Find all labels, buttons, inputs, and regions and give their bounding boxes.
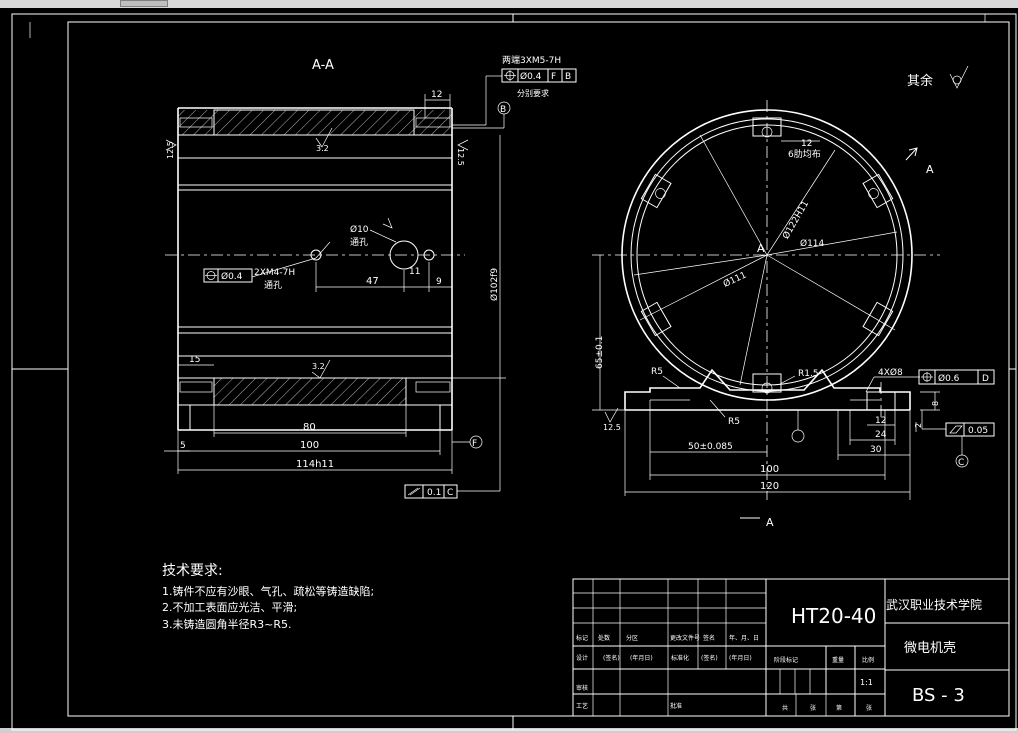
end-view: A Ø122H11 Ø114 Ø111 12 6肋均布 R5 R5 R1.5 6… (592, 100, 995, 529)
ratio-label: 比例 (862, 656, 874, 664)
datum-d: D (982, 374, 989, 384)
weight-label: 重量 (832, 656, 844, 664)
drawing-frame (11, 13, 1017, 731)
dim-2: 2 (914, 423, 923, 428)
tech-req-title: 技术要求: (162, 563, 223, 579)
row3-review: 审核 (576, 684, 588, 692)
center-label: A (757, 242, 765, 255)
dim-100-left: 100 (300, 440, 319, 451)
sheet-no: 第 (836, 704, 842, 712)
flatness-datum: C (447, 488, 453, 498)
radius-r15: R1.5 (798, 369, 819, 379)
datum-b: B (500, 105, 506, 115)
sheet-unit-2: 张 (866, 704, 872, 712)
dim-30: 30 (870, 445, 882, 455)
roughness-rest: 其余 (907, 65, 969, 89)
dim-d111: Ø111 (722, 270, 749, 290)
section-label: A-A (312, 58, 334, 73)
row-label-date: 年、月、日 (729, 634, 759, 642)
radius-r5-bottom: R5 (728, 417, 740, 427)
dim-65: 65±0.1 (595, 336, 605, 369)
row2-standard: 标准化 (671, 654, 689, 662)
callout-datum-b: B (565, 72, 571, 82)
dim-12-right: 12 (801, 139, 812, 149)
dim-8: 8 (931, 401, 940, 406)
tol-d06: Ø0.6 (938, 373, 960, 384)
hole-d10-through: 通孔 (350, 237, 368, 248)
dim-15: 15 (189, 355, 200, 365)
dim-d114: Ø114 (800, 238, 825, 249)
holes-4x-d8: 4XØ8 (878, 367, 903, 378)
callout-note: 分别要求 (517, 88, 549, 98)
school-name: 武汉职业技术学院 (886, 597, 982, 612)
sheet-unit-1: 张 (810, 704, 816, 712)
technical-requirements: 技术要求: 1.铸件不应有沙眼、气孔、疏松等铸造缺陷; 2.不加工表面应光洁、平… (162, 563, 374, 631)
dim-5: 5 (180, 441, 186, 451)
drawing-number: BS - 3 (912, 685, 965, 706)
dim-24: 24 (875, 430, 887, 440)
radius-r5-left: R5 (651, 367, 663, 377)
dim-d122: Ø122H11 (780, 199, 811, 241)
title-block: HT20-40 武汉职业技术学院 微电机壳 BS - 3 1:1 标记 处数 分… (572, 578, 1010, 717)
rough-125-left: 12.5 (166, 141, 175, 159)
tech-req-item-3: 3.未铸造圆角半径R3~R5. (162, 617, 292, 631)
row2-date: (年月日) (630, 654, 653, 662)
dim-50: 50±0.085 (688, 442, 733, 452)
stage-label: 阶段标记 (774, 656, 798, 664)
sheet-total: 共 (782, 704, 788, 712)
ribs-note: 6肋均布 (788, 148, 821, 160)
section-marker-bottom: A (766, 516, 774, 529)
row2-date2: (年月日) (729, 654, 752, 662)
dim-12-base: 12 (875, 416, 886, 426)
row2-sign: (签名) (603, 654, 620, 662)
datum-f: F (472, 439, 477, 449)
tol-d04-left: Ø0.4 (221, 271, 243, 282)
rough-32-top: 3.2 (316, 144, 329, 153)
dim-80: 80 (303, 422, 316, 433)
row2-design: 设计 (576, 654, 588, 662)
row4-process: 工艺 (576, 702, 588, 710)
rough-125-right-view: 12.5 (603, 423, 621, 432)
section-view-a-a: 3.2 12.5 12.5 3.2 12 B Ø10 通孔 Ø0.4 2XM4-… (164, 90, 511, 499)
section-marker-top: A (926, 163, 934, 176)
callout-thread-note: 两端3XM5-7H (502, 54, 561, 66)
tech-req-item-2: 2.不加工表面应光洁、平滑; (162, 600, 297, 614)
row-label-count: 处数 (598, 634, 610, 642)
datum-c: C (958, 458, 964, 468)
thread-through: 通孔 (264, 280, 282, 291)
parallel-value: 0.05 (968, 426, 988, 436)
flatness-value: 0.1 (427, 488, 441, 498)
part-name: 微电机壳 (904, 641, 956, 656)
toolbar-strip (0, 0, 1018, 8)
tech-req-item-1: 1.铸件不应有沙眼、气孔、疏松等铸造缺陷; (162, 584, 374, 598)
dim-120: 120 (760, 481, 779, 492)
thread-2xm4: 2XM4-7H (254, 268, 295, 278)
toolbar-button[interactable] (120, 0, 168, 7)
dim-114: 114h11 (296, 459, 334, 470)
scale: 1:1 (860, 678, 873, 687)
callout-datum-f: F (551, 72, 556, 82)
material: HT20-40 (791, 604, 876, 628)
dim-12-top: 12 (431, 90, 442, 100)
hole-d10: Ø10 (350, 224, 369, 235)
dim-100-right: 100 (760, 464, 779, 475)
row2-sign2: (签名) (701, 654, 718, 662)
dim-d102: Ø102f9 (489, 268, 500, 301)
top-position-callout: 两端3XM5-7H Ø0.4 F B 分别要求 (452, 54, 577, 126)
dim-47: 47 (366, 276, 379, 287)
dim-11: 11 (409, 267, 420, 277)
roughness-rest-label: 其余 (907, 73, 933, 89)
rough-125-right: 12.5 (456, 148, 465, 166)
row-label-change: 更改文件号 (670, 634, 700, 642)
dim-9: 9 (436, 277, 442, 287)
row-label-mark: 标记 (576, 634, 588, 642)
rough-32-bottom: 3.2 (312, 362, 325, 371)
row-label-sign: 签名 (703, 634, 715, 642)
row-label-zone: 分区 (626, 634, 638, 642)
callout-tolerance-value: Ø0.4 (520, 71, 542, 82)
row4-approve: 批准 (670, 702, 682, 710)
